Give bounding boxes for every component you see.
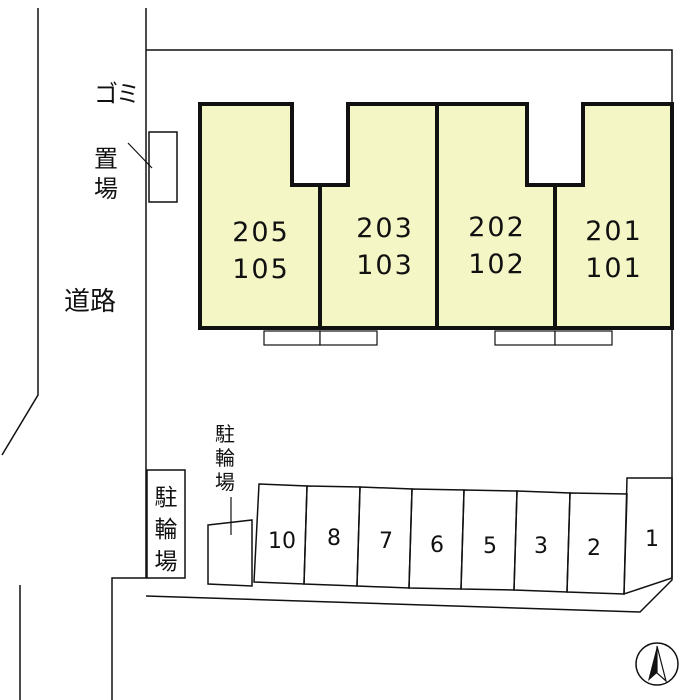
stall-number: 7 (379, 529, 393, 554)
property-boundary (145, 49, 673, 613)
unit-label-upper: 202 (468, 212, 526, 243)
bicycle-parking-left-label: 駐 輪 場 (155, 485, 178, 575)
svg-text:置: 置 (94, 145, 118, 173)
unit-205-105 (198, 102, 322, 330)
garbage-area-label: ゴ ミ 置 場 (94, 80, 140, 203)
bicycle-parking-top-label: 駐 輪 場 (215, 422, 235, 494)
stall-number: 10 (268, 529, 296, 554)
unit-label-lower: 105 (232, 254, 290, 285)
unit-label-upper: 203 (356, 213, 414, 244)
stall-number: 1 (645, 527, 659, 552)
svg-text:場: 場 (215, 470, 235, 494)
parking-stall (623, 477, 673, 596)
unit-label-upper: 205 (232, 217, 290, 248)
north-arrow-icon (635, 642, 679, 686)
stall-number: 8 (327, 526, 341, 551)
entrance-steps (263, 330, 613, 346)
garbage-area-leader (127, 142, 153, 169)
svg-text:輪: 輪 (215, 446, 235, 470)
svg-text:ミ: ミ (116, 80, 140, 108)
svg-text:駐: 駐 (155, 485, 178, 511)
svg-text:ゴ: ゴ (94, 80, 118, 108)
svg-text:駐: 駐 (215, 422, 235, 446)
parking-stall-labels: 10 8 7 6 5 3 2 1 (268, 526, 659, 561)
garbage-area-box (148, 131, 178, 203)
svg-text:場: 場 (94, 175, 118, 203)
road-label: 道路 (64, 287, 116, 317)
parking-lot (253, 477, 673, 596)
road-edge-left (1, 8, 39, 456)
building (198, 102, 674, 330)
stall-number: 6 (430, 533, 444, 558)
stall-number: 2 (587, 536, 601, 561)
unit-labels: 205 105 203 103 202 102 201 101 (232, 212, 643, 285)
svg-text:輪: 輪 (155, 517, 178, 543)
stall-number: 3 (534, 534, 548, 559)
unit-label-lower: 102 (468, 249, 526, 280)
svg-text:場: 場 (155, 549, 178, 575)
unit-label-upper: 201 (585, 216, 643, 247)
bicycle-parking-left-box (146, 469, 186, 579)
unit-201-101 (553, 102, 674, 330)
unit-label-lower: 101 (585, 253, 643, 284)
unit-label-lower: 103 (356, 250, 414, 281)
road-edge-right (111, 8, 147, 700)
stall-number: 5 (483, 534, 497, 559)
bicycle-parking-area (207, 519, 253, 587)
